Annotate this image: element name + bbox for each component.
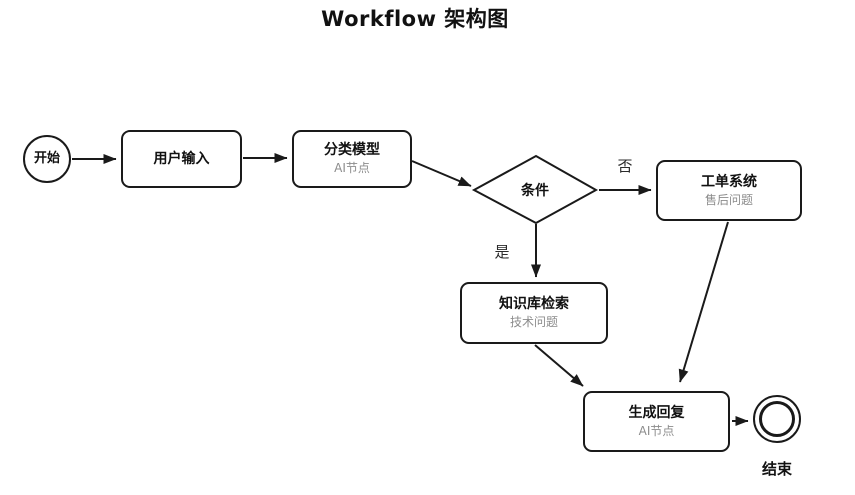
knowledge-search-node-sublabel: 技术问题 xyxy=(509,315,558,330)
condition-node-shape xyxy=(471,154,599,225)
generate-reply-node-label: 生成回复 xyxy=(628,404,685,421)
knowledge-search-node: 知识库检索 技术问题 xyxy=(460,282,608,344)
generate-reply-node: 生成回复 AI节点 xyxy=(583,391,730,452)
edge-knowledge-search-to-generate-reply xyxy=(534,344,584,387)
end-node-inner-ring xyxy=(759,401,795,437)
classifier-node-sublabel: AI节点 xyxy=(334,161,370,176)
end-node-label: 结束 xyxy=(761,460,792,478)
start-node: 开始 xyxy=(23,135,71,183)
edge-label-yes: 是 xyxy=(494,243,510,261)
classifier-node-label: 分类模型 xyxy=(324,142,380,159)
end-node xyxy=(753,395,801,443)
ticket-system-node-sublabel: 售后问题 xyxy=(704,192,753,207)
user-input-node-label: 用户输入 xyxy=(153,150,210,167)
user-input-node: 用户输入 xyxy=(121,130,242,188)
edge-classifier-to-condition xyxy=(411,160,472,187)
diagram-title: Workflow 架构图 xyxy=(321,7,509,31)
ticket-system-node-label: 工单系统 xyxy=(701,173,757,190)
classifier-node: 分类模型 AI节点 xyxy=(292,130,412,188)
generate-reply-node-sublabel: AI节点 xyxy=(638,423,675,438)
start-node-label: 开始 xyxy=(33,151,60,167)
condition-node-label: 条件 xyxy=(521,183,549,199)
edge-ticket-system-to-generate-reply xyxy=(678,221,729,383)
ticket-system-node: 工单系统 售后问题 xyxy=(656,160,802,221)
edge-label-no: 否 xyxy=(617,157,633,175)
knowledge-search-node-label: 知识库检索 xyxy=(499,296,569,313)
